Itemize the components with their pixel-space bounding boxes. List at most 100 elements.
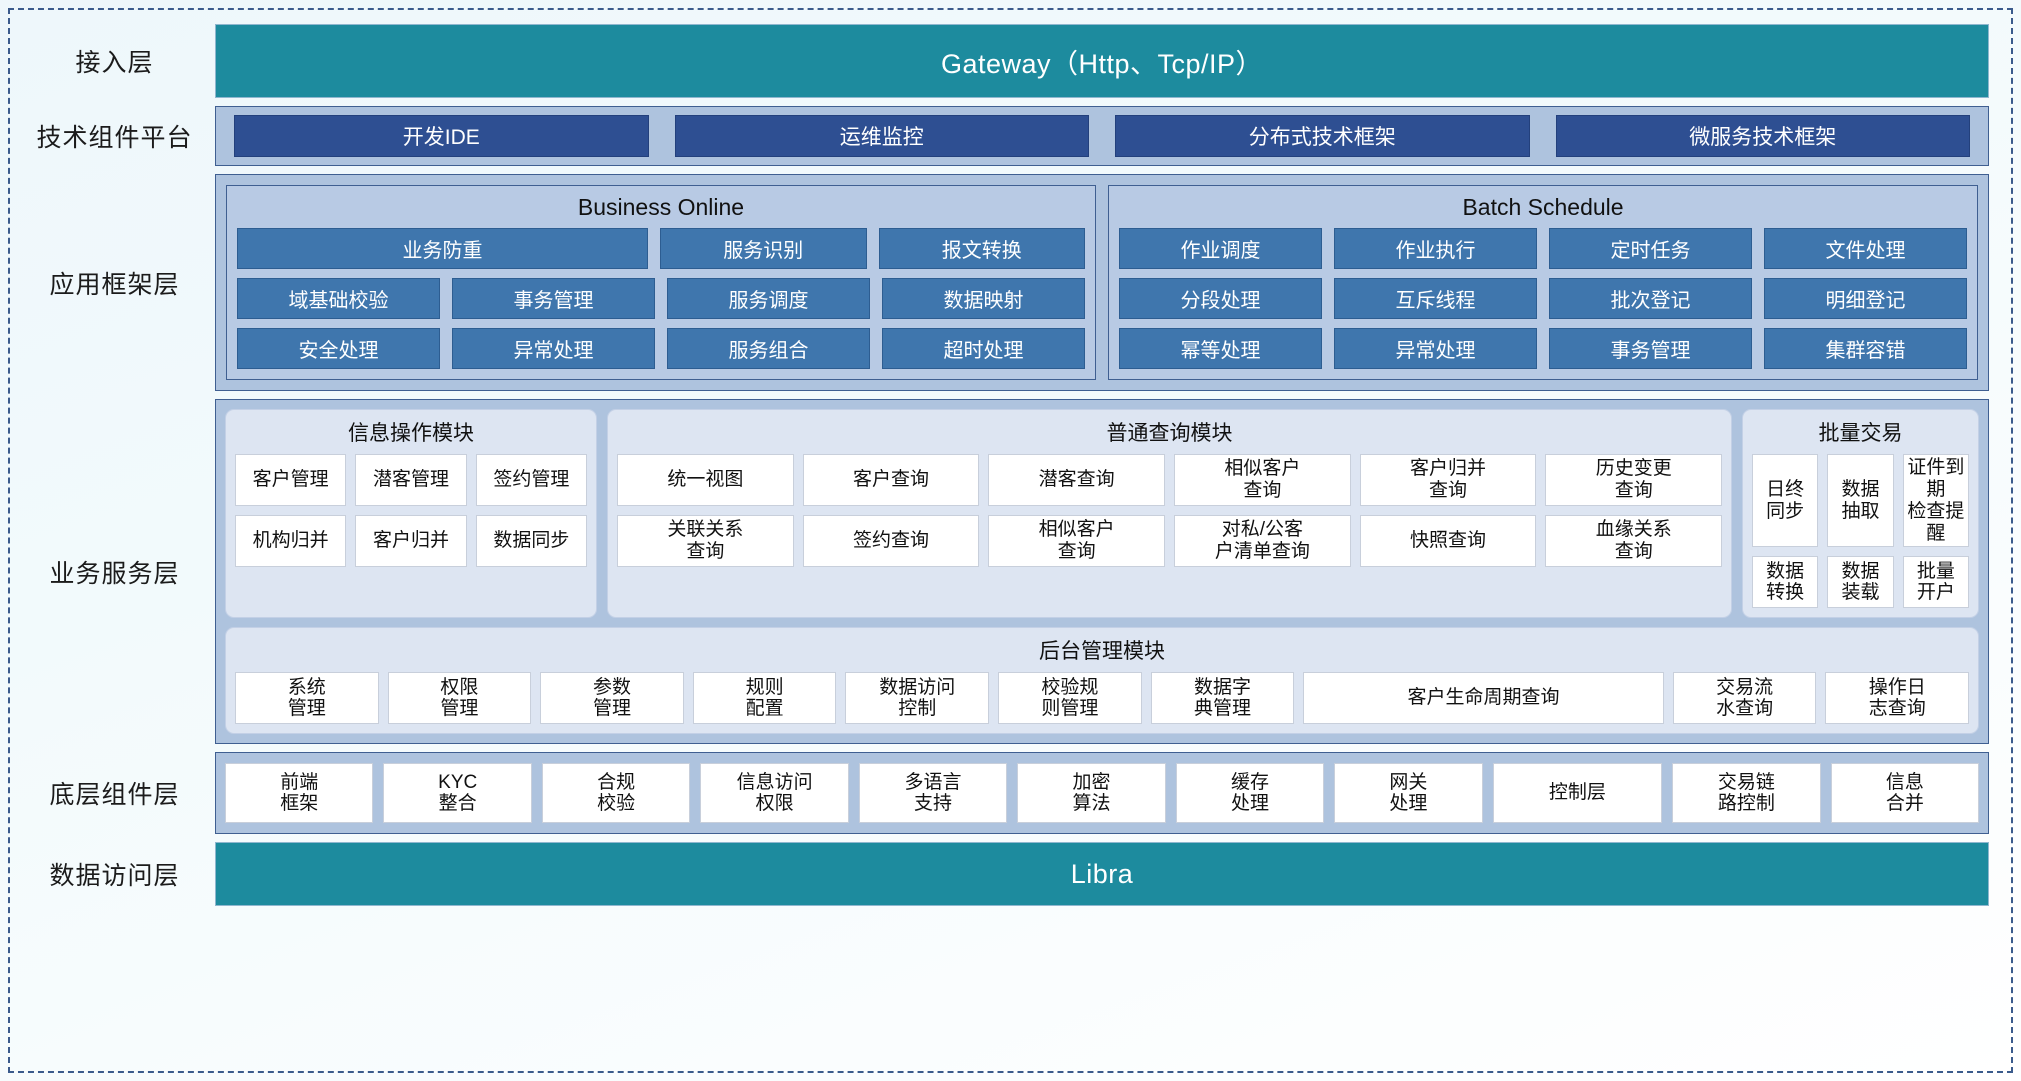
module-cell-row: 系统管理 权限管理 参数管理 规则配置 数据访问控制 校验规则管理 数据字典管理… [235, 672, 1970, 725]
tech-chip-ops-monitor[interactable]: 运维监控 [674, 115, 1089, 157]
business-service-panel: 信息操作模块 客户管理 潜客管理 签约管理 机构归并 客户归并 数据同步 [215, 399, 1989, 745]
fw-cell-domain-validation[interactable]: 域基础校验 [237, 278, 440, 319]
cell-batch-account-open[interactable]: 批量开户 [1902, 556, 1969, 609]
fw-cell-timed-task[interactable]: 定时任务 [1549, 228, 1752, 269]
cell-data-sync[interactable]: 数据同步 [475, 515, 587, 567]
cell-info-merge[interactable]: 信息合并 [1830, 763, 1980, 824]
fw-cell-mutex-thread[interactable]: 互斥线程 [1334, 278, 1537, 319]
framework-row: 业务防重 服务识别 报文转换 [237, 228, 1085, 269]
cell-operation-log-query[interactable]: 操作日志查询 [1825, 672, 1970, 725]
module-cell-row: 客户管理 潜客管理 签约管理 [235, 454, 587, 506]
fw-cell-service-composition[interactable]: 服务组合 [667, 328, 870, 369]
fw-cell-segment-processing[interactable]: 分段处理 [1119, 278, 1322, 319]
framework-row: 安全处理 异常处理 服务组合 超时处理 [237, 328, 1085, 369]
module-general-query: 普通查询模块 统一视图 客户查询 潜客查询 相似客户查询 客户归并查询 历史变更… [607, 409, 1732, 619]
fw-cell-message-transform[interactable]: 报文转换 [878, 228, 1085, 269]
framework-group-batch-schedule: Batch Schedule 作业调度 作业执行 定时任务 文件处理 分段处理 … [1108, 185, 1978, 380]
framework-row: 幂等处理 异常处理 事务管理 集群容错 [1119, 328, 1967, 369]
cell-similar-customer-query-2[interactable]: 相似客户查询 [988, 515, 1166, 567]
layer-label-access: 接入层 [75, 49, 154, 77]
cell-compliance-check[interactable]: 合规校验 [541, 763, 691, 824]
cell-rule-config[interactable]: 规则配置 [692, 672, 837, 725]
cell-data-transform[interactable]: 数据转换 [1752, 556, 1819, 609]
module-cell-row: 机构归并 客户归并 数据同步 [235, 515, 587, 567]
cell-transaction-chain-control[interactable]: 交易链路控制 [1672, 763, 1821, 824]
fw-cell-job-execute[interactable]: 作业执行 [1334, 228, 1537, 269]
business-modules-row: 信息操作模块 客户管理 潜客管理 签约管理 机构归并 客户归并 数据同步 [225, 409, 1979, 619]
cell-customer-query[interactable]: 客户查询 [802, 454, 980, 506]
cell-data-dictionary-mgmt[interactable]: 数据字典管理 [1150, 672, 1295, 725]
module-cell-row: 数据转换 数据装载 批量开户 [1752, 556, 1969, 609]
cell-prospect-query[interactable]: 潜客查询 [988, 454, 1166, 506]
cell-gateway-processing[interactable]: 网关处理 [1334, 763, 1483, 824]
fw-cell-business-dedup[interactable]: 业务防重 [237, 228, 648, 269]
fw-cell-batch-register[interactable]: 批次登记 [1549, 278, 1752, 319]
module-info-operation: 信息操作模块 客户管理 潜客管理 签约管理 机构归并 客户归并 数据同步 [225, 409, 597, 619]
tech-platform-panel: 开发IDE 运维监控 分布式技术框架 微服务技术框架 [215, 106, 1989, 166]
cell-validation-rule-mgmt[interactable]: 校验规则管理 [998, 672, 1142, 725]
module-cell-row: 日终同步 数据抽取 证件到期检查提醒 [1752, 454, 1969, 548]
cell-cache-processing[interactable]: 缓存处理 [1175, 763, 1325, 824]
cell-similar-customer-query[interactable]: 相似客户查询 [1174, 454, 1351, 506]
cell-parameter-mgmt[interactable]: 参数管理 [540, 672, 684, 725]
fw-cell-file-handling[interactable]: 文件处理 [1764, 228, 1967, 269]
cell-frontend-framework[interactable]: 前端框架 [225, 763, 374, 824]
gateway-bar: Gateway（Http、Tcp/IP） [215, 24, 1989, 98]
cell-unified-view[interactable]: 统一视图 [617, 454, 794, 506]
fw-cell-transaction-mgmt[interactable]: 事务管理 [452, 278, 655, 319]
cell-snapshot-query[interactable]: 快照查询 [1359, 515, 1537, 567]
cell-private-public-customer-list-query[interactable]: 对私/公客户清单查询 [1174, 515, 1351, 567]
cell-customer-merge-query[interactable]: 客户归并查询 [1359, 454, 1537, 506]
module-title: 信息操作模块 [348, 422, 474, 445]
fw-cell-security-handling[interactable]: 安全处理 [237, 328, 440, 369]
fw-cell-service-dispatch[interactable]: 服务调度 [667, 278, 870, 319]
fw-cell-data-mapping[interactable]: 数据映射 [882, 278, 1085, 319]
tech-chip-microservice-framework[interactable]: 微服务技术框架 [1555, 115, 1970, 157]
cell-encryption-algorithm[interactable]: 加密算法 [1017, 763, 1166, 824]
module-cell-grid: 统一视图 客户查询 潜客查询 相似客户查询 客户归并查询 历史变更查询 关联关系… [617, 454, 1723, 567]
fw-cell-detail-register[interactable]: 明细登记 [1764, 278, 1967, 319]
cell-customer-lifecycle-query[interactable]: 客户生命周期查询 [1303, 672, 1664, 725]
cell-contract-query[interactable]: 签约查询 [802, 515, 980, 567]
fw-cell-cluster-fault-tolerance[interactable]: 集群容错 [1764, 328, 1967, 369]
cell-certificate-expiry-reminder[interactable]: 证件到期检查提醒 [1902, 454, 1969, 548]
cell-data-extract[interactable]: 数据抽取 [1827, 454, 1894, 548]
framework-row: 域基础校验 事务管理 服务调度 数据映射 [237, 278, 1085, 319]
cell-org-merge[interactable]: 机构归并 [235, 515, 347, 567]
cell-control-layer[interactable]: 控制层 [1492, 763, 1663, 824]
fw-cell-exception-handling[interactable]: 异常处理 [452, 328, 655, 369]
fw-cell-timeout-handling[interactable]: 超时处理 [882, 328, 1085, 369]
module-cell-grid: 客户管理 潜客管理 签约管理 机构归并 客户归并 数据同步 [235, 454, 587, 567]
fw-cell-transaction-mgmt-batch[interactable]: 事务管理 [1549, 328, 1752, 369]
cell-relation-query[interactable]: 关联关系查询 [617, 515, 794, 567]
cell-multilanguage-support[interactable]: 多语言支持 [858, 763, 1008, 824]
layer-label-tech: 技术组件平台 [36, 124, 193, 152]
cell-system-mgmt[interactable]: 系统管理 [235, 672, 379, 725]
module-title: 批量交易 [1818, 422, 1903, 445]
fw-cell-idempotent-handling[interactable]: 幂等处理 [1119, 328, 1322, 369]
cell-lineage-query[interactable]: 血缘关系查询 [1545, 515, 1723, 567]
cell-transaction-flow-query[interactable]: 交易流水查询 [1672, 672, 1817, 725]
fw-cell-job-schedule[interactable]: 作业调度 [1119, 228, 1322, 269]
layer-label-data-access: 数据访问层 [49, 862, 180, 891]
fw-cell-exception-handling-batch[interactable]: 异常处理 [1334, 328, 1537, 369]
module-cell-row: 关联关系查询 签约查询 相似客户查询 对私/公客户清单查询 快照查询 血缘关系查… [617, 515, 1723, 567]
cell-history-change-query[interactable]: 历史变更查询 [1545, 454, 1723, 506]
tech-chip-ide[interactable]: 开发IDE [234, 115, 649, 157]
cell-data-load[interactable]: 数据装载 [1827, 556, 1894, 609]
cell-customer-merge[interactable]: 客户归并 [355, 515, 467, 567]
framework-row: 作业调度 作业执行 定时任务 文件处理 [1119, 228, 1967, 269]
cell-contract-mgmt[interactable]: 签约管理 [475, 454, 587, 506]
fw-cell-service-identify[interactable]: 服务识别 [660, 228, 867, 269]
cell-prospect-mgmt[interactable]: 潜客管理 [355, 454, 467, 506]
cell-data-access-control[interactable]: 数据访问控制 [845, 672, 990, 725]
cell-customer-mgmt[interactable]: 客户管理 [235, 454, 347, 506]
cell-info-access-permission[interactable]: 信息访问权限 [700, 763, 849, 824]
cell-eod-sync[interactable]: 日终同步 [1752, 454, 1819, 548]
cell-permission-mgmt[interactable]: 权限管理 [387, 672, 532, 725]
tech-chip-distributed-framework[interactable]: 分布式技术框架 [1115, 115, 1530, 157]
framework-group-title: Business Online [577, 194, 745, 220]
